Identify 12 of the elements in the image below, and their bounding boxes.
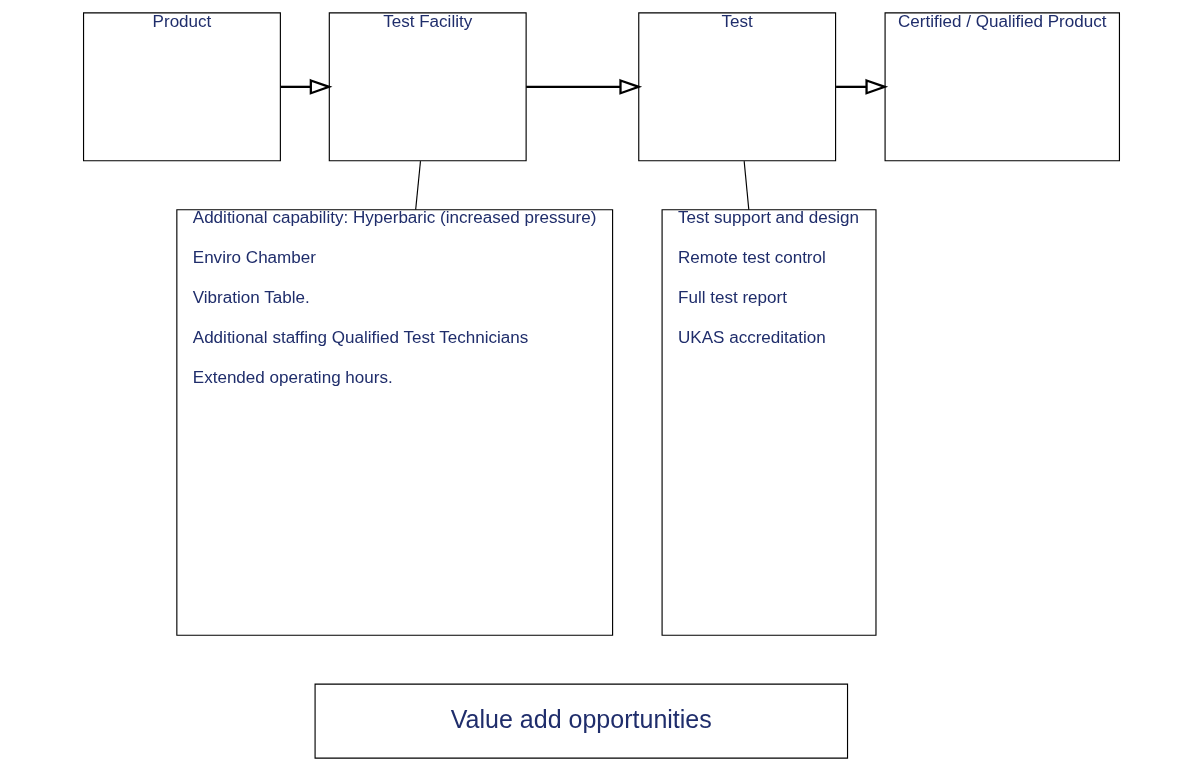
node-box: Certified / Qualified Product [884, 12, 1120, 162]
arrow [835, 78, 888, 95]
arrow [280, 78, 332, 95]
node-box: Test [637, 12, 836, 162]
node-box: Test support and design Remote test control Full test report UKAS accreditation [661, 209, 877, 636]
node-box: Product [82, 12, 281, 162]
connector [414, 160, 421, 211]
node-box: Additional capability: Hyperbaric (increased pressure) Enviro Chamber Vibration Table. Additional staffing Qualified Test Technicians Extended operating hours. [175, 209, 613, 636]
arrow [525, 78, 642, 95]
node-box: Value add opportunities [314, 683, 848, 759]
node-box: Test Facility [328, 12, 527, 162]
connector [743, 160, 749, 211]
